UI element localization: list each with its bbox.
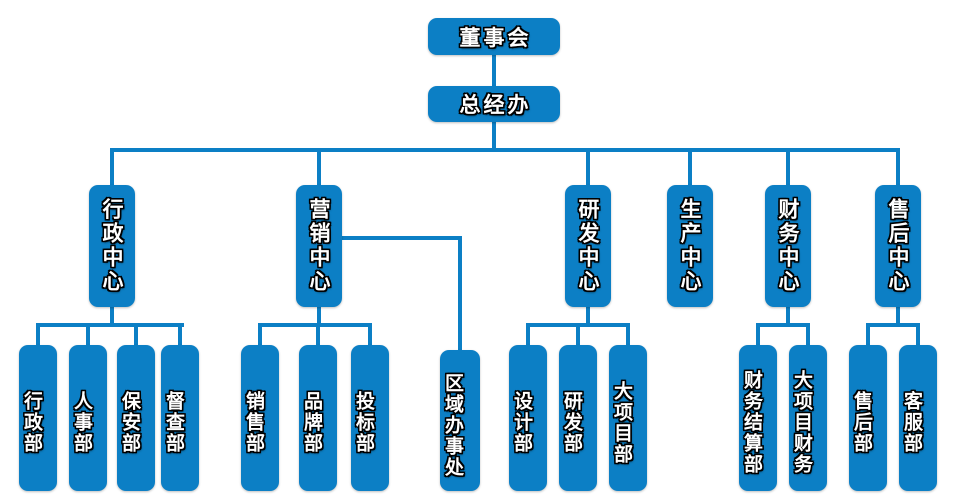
node-label: 营销中心 [307, 198, 331, 294]
node-dept-customer-service: 客服部 [899, 345, 937, 491]
connector-line [492, 53, 496, 88]
node-center-production: 生产中心 [667, 185, 713, 307]
node-label: 研发中心 [576, 198, 600, 294]
connector-line [316, 323, 320, 347]
node-label: 销售部 [243, 391, 265, 454]
connector-line [110, 305, 114, 327]
node-dept-major-projects: 大项目部 [609, 345, 647, 491]
node-label: 投标部 [353, 391, 375, 454]
node-dept-rnd: 研发部 [559, 345, 597, 491]
connector-line [586, 305, 590, 327]
connector-line [110, 148, 114, 187]
node-label: 品牌部 [301, 391, 323, 454]
connector-line [36, 323, 40, 347]
connector-line [492, 120, 496, 152]
node-dept-major-project-finance: 大项目财务 [789, 345, 827, 491]
connector-line [916, 323, 920, 347]
node-label: 大项目财务 [791, 370, 813, 475]
connector-line [896, 148, 900, 187]
connector-line [317, 148, 321, 187]
node-dept-hr: 人事部 [69, 345, 107, 491]
connector-line [258, 323, 262, 347]
node-dept-admin: 行政部 [19, 345, 57, 491]
node-label: 设计部 [511, 391, 533, 454]
connector-line [576, 323, 580, 347]
connector-line [526, 323, 530, 347]
node-label: 售后中心 [886, 198, 910, 294]
connector-line [110, 148, 900, 152]
connector-line [86, 323, 90, 347]
node-dept-brand: 品牌部 [299, 345, 337, 491]
node-center-admin: 行政中心 [89, 185, 135, 307]
node-dept-design: 设计部 [509, 345, 547, 491]
connector-line [134, 323, 138, 347]
connector-line [258, 323, 372, 327]
node-label: 董事会 [459, 25, 532, 50]
connector-line [36, 323, 184, 327]
connector-line [458, 236, 462, 352]
connector-line [866, 323, 920, 327]
connector-line [586, 148, 590, 187]
node-label: 人事部 [71, 391, 93, 454]
connector-line [866, 323, 870, 347]
node-label: 大项目部 [611, 380, 633, 465]
node-center-rnd: 研发中心 [565, 185, 611, 307]
connector-line [178, 323, 182, 347]
node-label: 售后部 [851, 391, 873, 454]
connector-line [786, 305, 790, 327]
node-dept-supervision: 督查部 [161, 345, 199, 491]
node-dept-sales: 销售部 [241, 345, 279, 491]
node-board: 董事会 [428, 18, 560, 55]
connector-line [896, 305, 900, 327]
node-center-finance: 财务中心 [765, 185, 811, 307]
node-label: 客服部 [901, 391, 923, 454]
node-dept-regional-office: 区域办事处 [440, 350, 480, 491]
node-label: 生产中心 [678, 198, 702, 294]
connector-line [786, 148, 790, 187]
node-office: 总经办 [428, 86, 560, 122]
node-dept-security: 保安部 [117, 345, 155, 491]
connector-line [317, 305, 321, 327]
node-dept-bidding: 投标部 [351, 345, 389, 491]
node-center-aftersales: 售后中心 [875, 185, 921, 307]
connector-line [340, 236, 462, 240]
node-label: 总经办 [459, 93, 532, 117]
connector-line [688, 148, 692, 187]
connector-line [756, 323, 810, 327]
node-label: 研发部 [561, 391, 583, 454]
node-label: 行政中心 [100, 198, 124, 294]
connector-line [368, 323, 372, 347]
node-label: 督查部 [163, 391, 185, 454]
connector-line [756, 323, 760, 347]
node-dept-aftersales: 售后部 [849, 345, 887, 491]
node-label: 保安部 [119, 391, 141, 454]
node-center-marketing: 营销中心 [296, 185, 342, 307]
node-label: 行政部 [21, 391, 43, 454]
connector-line [806, 323, 810, 347]
connector-line [626, 323, 630, 347]
node-label: 财务结算部 [741, 370, 763, 475]
node-label: 财务中心 [776, 198, 800, 294]
node-dept-finance-settlement: 财务结算部 [739, 345, 777, 491]
node-label: 区域办事处 [442, 372, 464, 478]
